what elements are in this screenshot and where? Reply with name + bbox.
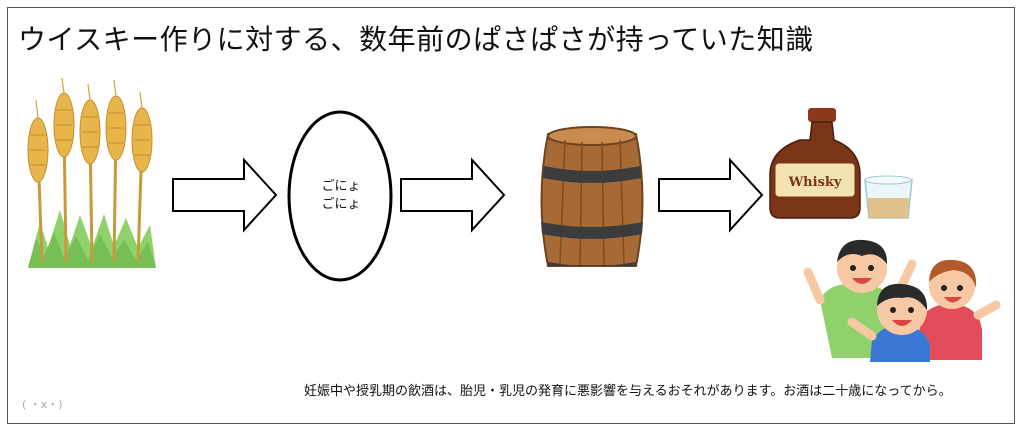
bottle-label: Whisky	[788, 175, 842, 190]
arrow-right-icon	[400, 157, 506, 233]
whisky-bottle-icon: Whisky	[769, 108, 861, 219]
wheat-icon	[27, 77, 156, 268]
glass-icon	[864, 175, 913, 219]
oval-text: ごにょ ごにょ	[296, 178, 386, 214]
arrow-right-icon	[172, 157, 278, 233]
page-title: ウイスキー作りに対する、数年前のぱさぱさが持っていた知識	[18, 23, 814, 56]
alcohol-disclaimer: 妊娠中や授乳期の飲酒は、胎児・乳児の発育に悪影響を与えるおそれがあります。お酒は…	[304, 384, 952, 399]
barrel-icon	[540, 126, 644, 267]
arrow-right-icon	[658, 157, 764, 233]
oval-text-line2: ごにょ	[321, 197, 361, 212]
oval-text-line1: ごにょ	[321, 179, 361, 194]
process-oval	[287, 110, 393, 282]
author-signature: ( ・x・)	[22, 398, 63, 411]
happy-family-icon	[803, 239, 1001, 362]
